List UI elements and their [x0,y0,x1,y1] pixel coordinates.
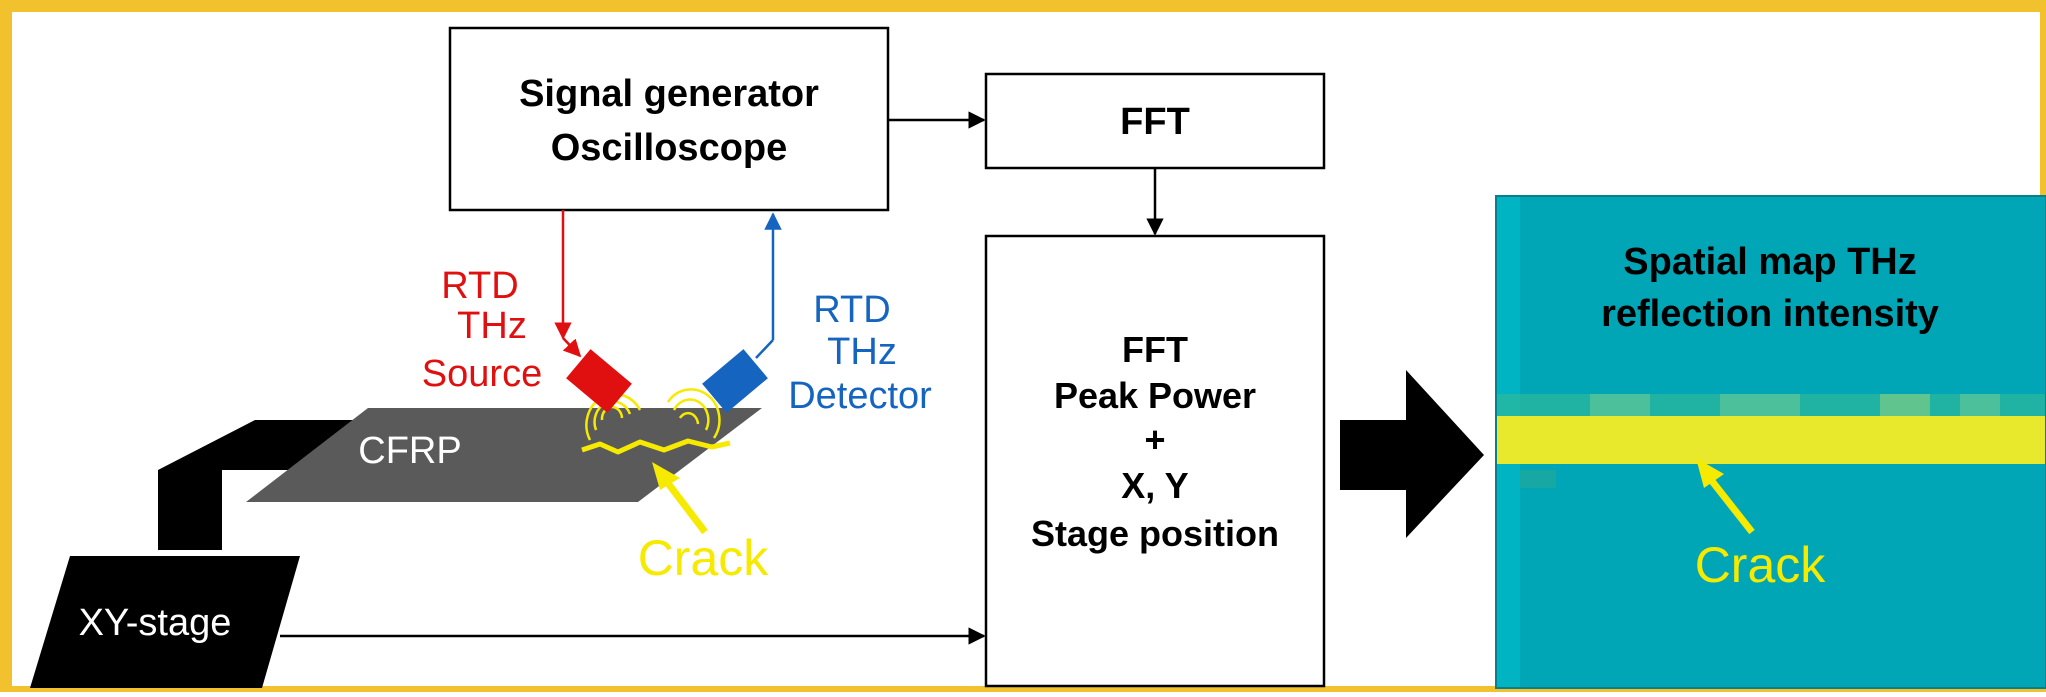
source-label-line1: RTD [441,265,518,307]
signal-generator-box [448,26,890,212]
red-diamond-emitter-icon [566,349,632,413]
source-label-line3: Source [422,353,542,395]
crack-label: Crack [638,530,770,586]
detector-label-line3: Detector [788,375,932,417]
xy-stage-label: XY-stage [79,602,232,644]
process-line2: Peak Power [1054,375,1256,416]
xy-stage [30,556,300,688]
stage-connector [158,420,400,550]
process-line5: Stage position [1031,513,1279,554]
cfrp-plate [246,408,762,502]
crack-pointer-arrow [661,475,708,535]
map-crack-band [1496,416,2046,464]
spatial-map: Spatial map THz reflection intensity Cra… [1495,195,2046,689]
process-line4: X, Y [1121,465,1188,506]
fft-label: FFT [1120,101,1190,143]
map-pixel-e [1520,470,1556,488]
detector-signal-diag [755,339,774,359]
detector-label-line2: THz [827,331,897,373]
process-line3: + [1144,419,1165,460]
detector-label-line1: RTD [813,289,890,331]
map-crack-label: Crack [1695,537,1827,593]
source-label-line2: THz [457,305,527,347]
source-signal-diag [562,337,582,358]
map-title-line1: Spatial map THz [1623,241,1917,283]
process-box [984,234,1326,688]
fft-box [984,72,1326,170]
crack-pointer-head [652,462,680,490]
big-result-arrow [1340,370,1484,538]
map-pixel-b [1720,394,1800,416]
crack-line [581,438,731,455]
cfrp-label: CFRP [358,430,461,472]
map-border [1495,195,2046,689]
signal-generator-line2: Oscilloscope [551,127,788,169]
map-crack-arrow [1705,473,1755,535]
map-crack-arrow-head [1696,458,1724,488]
map-pixel-d [1960,394,2000,416]
blue-diamond-detector-icon [702,349,768,413]
map-title-line2: reflection intensity [1601,293,1939,335]
map-pixel-a [1590,394,1650,416]
signal-generator-line1: Signal generator [519,73,819,115]
process-line1: FFT [1122,329,1188,370]
map-pixel-c [1880,394,1930,416]
